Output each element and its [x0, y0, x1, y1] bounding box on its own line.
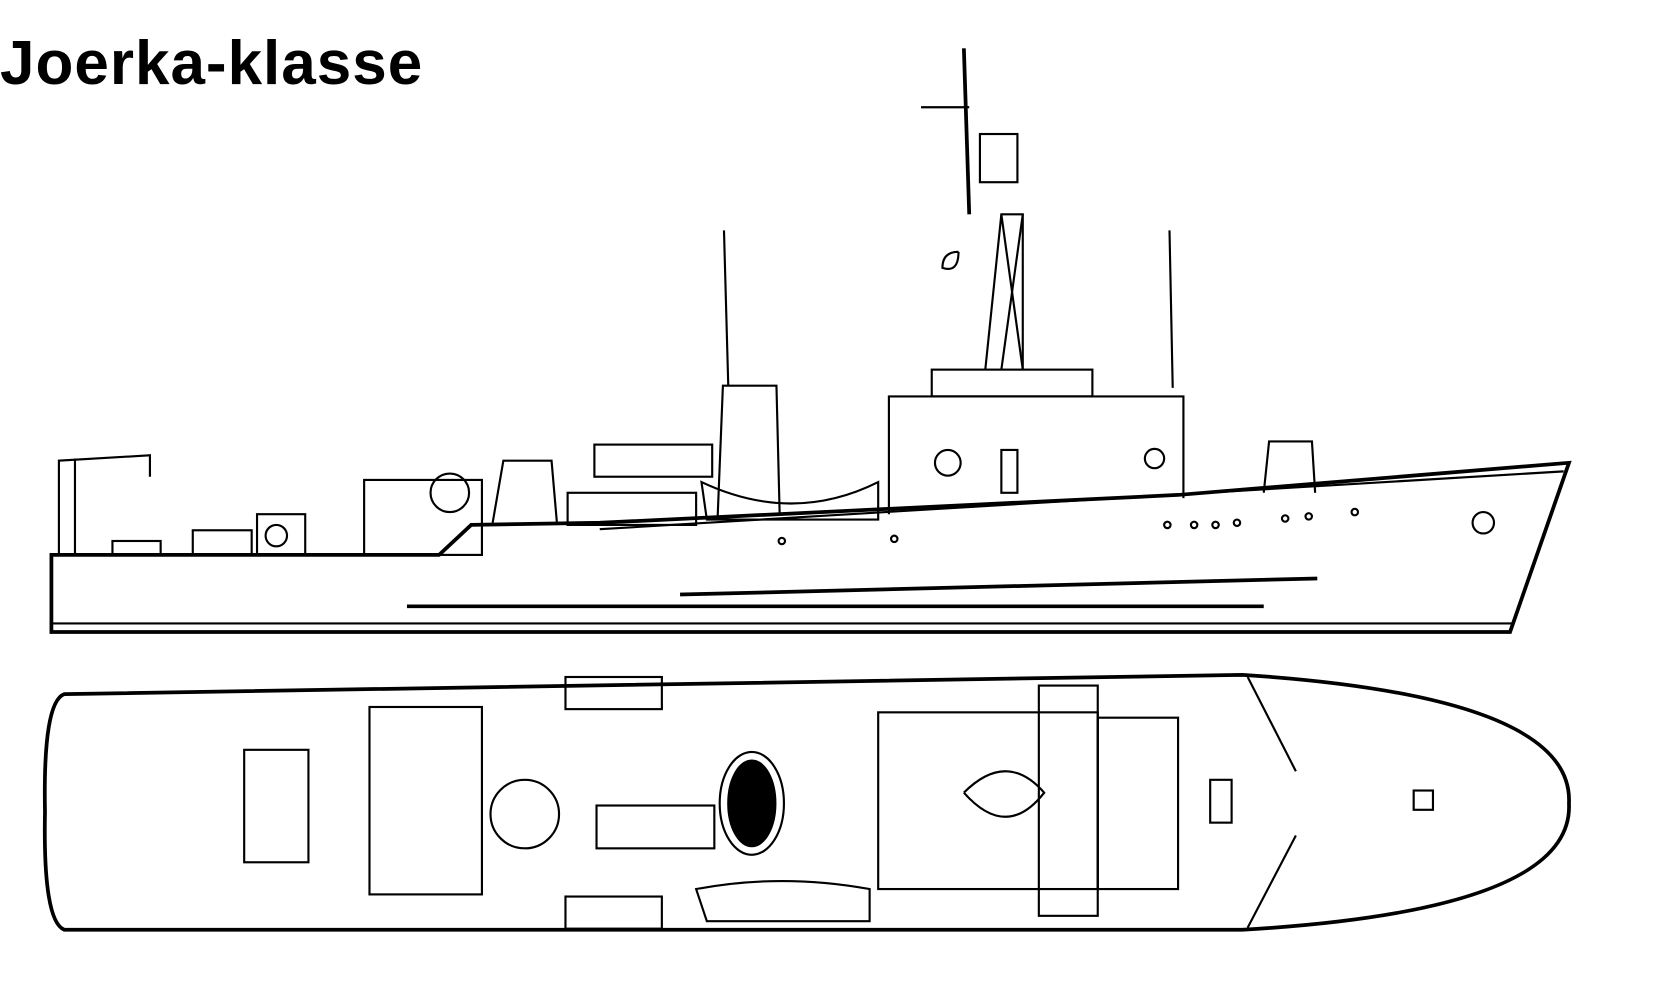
- deck-hatch: [243, 748, 310, 864]
- diagram-title: Joerka-klasse: [0, 29, 424, 98]
- funnel: [716, 384, 781, 520]
- bridge-plan: [877, 711, 1099, 891]
- gun-mount-aft: [491, 459, 558, 523]
- lifeboat-plan: [694, 879, 871, 923]
- gun-mount-aft-plan: [489, 778, 561, 850]
- gun-mount-fore: [1262, 440, 1317, 493]
- lifeboat: [700, 480, 880, 521]
- lattice-mast: [984, 213, 1024, 370]
- stern-crane: [57, 454, 152, 555]
- radar-antenna: [978, 132, 1019, 184]
- hatch-oval: [718, 750, 786, 856]
- deck-outline: [42, 672, 1571, 932]
- plan-view: [42, 672, 1571, 932]
- side-profile-view: [49, 48, 1572, 634]
